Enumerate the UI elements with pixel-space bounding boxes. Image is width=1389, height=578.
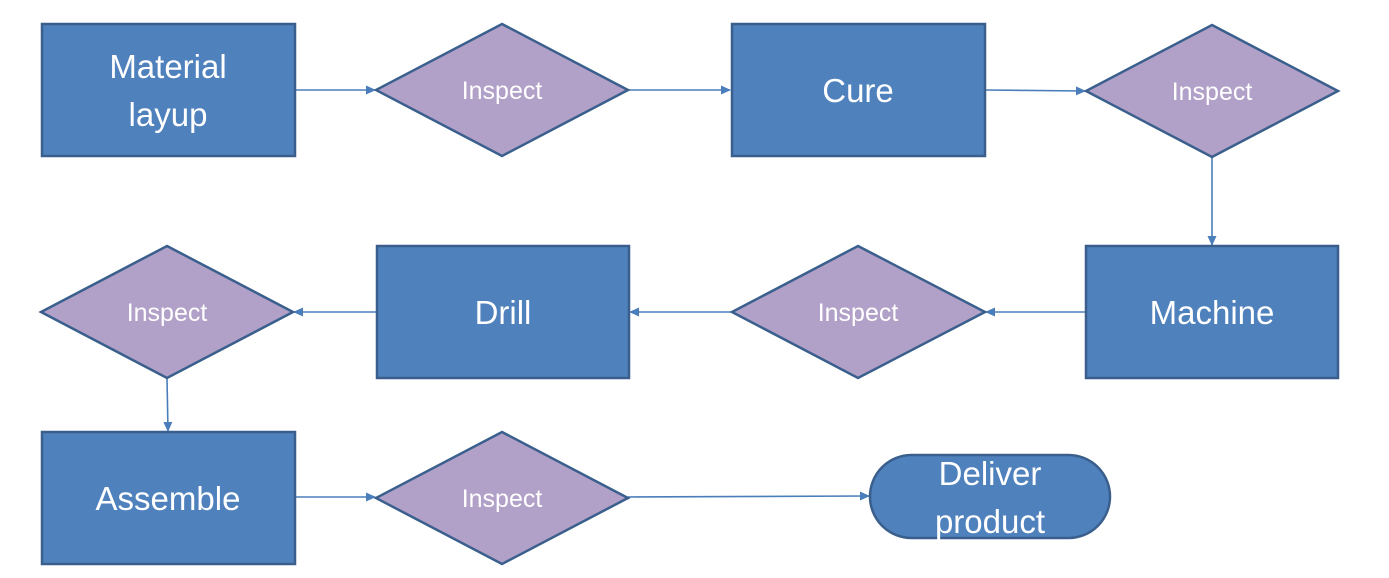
decision-node-inspect-2: Inspect bbox=[1083, 23, 1341, 159]
node-label: Deliver bbox=[939, 455, 1042, 492]
node-label: Drill bbox=[475, 294, 532, 331]
decision-node-inspect-3: Inspect bbox=[729, 244, 988, 380]
node-label: Machine bbox=[1150, 294, 1275, 331]
node-label: Cure bbox=[822, 72, 894, 109]
node-label: Assemble bbox=[96, 480, 241, 517]
node-label: Inspect bbox=[818, 299, 899, 327]
process-node-drill: Drill bbox=[375, 244, 631, 380]
process-node-material-layup: Material layup bbox=[40, 22, 297, 158]
connectors bbox=[163, 85, 1217, 502]
connector-cure-to-inspect2 bbox=[984, 86, 1086, 96]
node-label: Inspect bbox=[127, 299, 208, 327]
process-node-cure: Cure bbox=[730, 22, 987, 158]
decision-node-inspect-1: Inspect bbox=[373, 22, 631, 158]
node-label: Inspect bbox=[462, 485, 543, 513]
node-label: Inspect bbox=[462, 77, 543, 105]
process-node-machine: Machine bbox=[1084, 244, 1340, 380]
node-label: product bbox=[935, 503, 1045, 540]
node-label: Material bbox=[109, 48, 226, 85]
node-label: layup bbox=[129, 96, 208, 133]
connector-inspect5-to-deliver bbox=[627, 491, 870, 501]
node-label: Inspect bbox=[1172, 78, 1253, 106]
process-node-assemble: Assemble bbox=[40, 430, 297, 566]
decision-node-inspect-5: Inspect bbox=[373, 430, 631, 566]
decision-node-inspect-4: Inspect bbox=[38, 244, 296, 380]
connector-inspect4-to-assemble bbox=[163, 377, 173, 432]
terminal-node-deliver-product: Deliver product bbox=[868, 453, 1112, 540]
